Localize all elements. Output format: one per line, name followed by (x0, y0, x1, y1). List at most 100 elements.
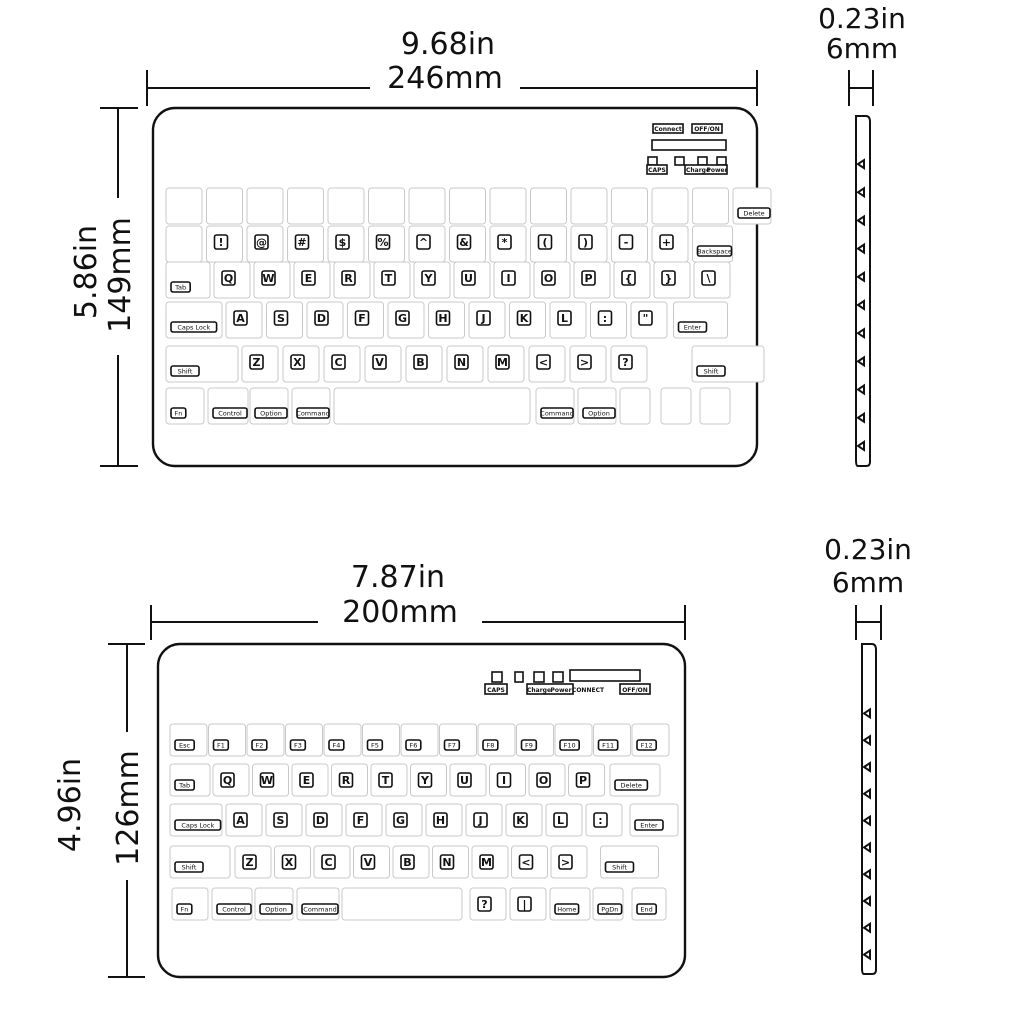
bottom-key-r-1-4[interactable]: R (331, 763, 368, 797)
bottom-key-j-2-7[interactable]: J (465, 803, 503, 837)
top-key-blank-0-1[interactable] (206, 187, 243, 225)
top-key-f-3-4[interactable]: F (347, 301, 384, 339)
bottom-key-enter-2-11[interactable]: Enter (629, 803, 679, 837)
bottom-key-f-2-4[interactable]: F (345, 803, 383, 837)
bottom-key-n-3-6[interactable]: N (432, 845, 469, 879)
bottom-key-shift-3-0[interactable]: Shift (169, 845, 231, 879)
top-key-blank-2-11[interactable]: { (613, 261, 651, 299)
top-key-blank-0-12[interactable] (651, 187, 689, 225)
top-key-blank-0-6[interactable] (408, 187, 446, 225)
top-key-fn-5-0[interactable]: Fn (165, 387, 205, 425)
top-key-z-4-1[interactable]: Z (241, 345, 279, 383)
top-key-blank-0-4[interactable] (327, 187, 365, 225)
bottom-key-k-2-8[interactable]: K (505, 803, 543, 837)
top-key-blank-5-9[interactable] (699, 387, 731, 425)
top-key-m-4-7[interactable]: M (487, 345, 525, 383)
top-key-e-2-3[interactable]: E (293, 261, 331, 299)
top-key-blank-4-9[interactable]: > (569, 345, 607, 383)
bottom-key-fn-4-0[interactable]: Fn (171, 887, 209, 921)
bottom-key-blank-4-4[interactable] (341, 887, 463, 921)
bottom-key-f8-0-8[interactable]: F8 (477, 723, 516, 757)
top-key-blank-0-10[interactable] (570, 187, 608, 225)
bottom-key-d-2-3[interactable]: D (305, 803, 343, 837)
top-key-blank-0-0[interactable] (165, 187, 203, 225)
top-key-y-2-6[interactable]: Y (413, 261, 451, 299)
bottom-key-e-1-3[interactable]: E (291, 763, 329, 797)
top-key-blank-1-12[interactable]: + (651, 225, 689, 263)
bottom-key-f3-0-3[interactable]: F3 (285, 723, 323, 757)
bottom-key-b-3-5[interactable]: B (392, 845, 430, 879)
top-key-shift-4-0[interactable]: Shift (165, 345, 239, 383)
bottom-key-a-2-1[interactable]: A (225, 803, 263, 837)
top-key-blank-1-7[interactable]: & (449, 225, 486, 263)
bottom-key-f7-0-7[interactable]: F7 (439, 723, 477, 757)
bottom-key-t-1-5[interactable]: T (370, 763, 408, 797)
top-key-blank-0-11[interactable] (611, 187, 648, 225)
bottom-key-f4-0-4[interactable]: F4 (323, 723, 362, 757)
bottom-key-f5-0-5[interactable]: F5 (362, 723, 400, 757)
top-key-v-4-4[interactable]: V (364, 345, 402, 383)
top-key-blank-1-3[interactable]: # (287, 225, 324, 263)
top-key-option-5-6[interactable]: Option (577, 387, 617, 425)
bottom-key-f1-0-1[interactable]: F1 (208, 723, 246, 757)
bottom-key-blank-3-8[interactable]: < (511, 845, 548, 879)
top-key-blank-3-10[interactable]: : (590, 301, 627, 339)
bottom-key-g-2-5[interactable]: G (385, 803, 423, 837)
top-key-blank-1-9[interactable]: ( (530, 225, 567, 263)
top-key-blank-0-3[interactable] (287, 187, 324, 225)
bottom-key-s-2-2[interactable]: S (265, 803, 303, 837)
bottom-key-f11-0-11[interactable]: F11 (593, 723, 631, 757)
top-key-blank-1-5[interactable]: % (368, 225, 405, 263)
bottom-key-m-3-7[interactable]: M (471, 845, 509, 879)
top-key-blank-0-5[interactable] (368, 187, 405, 225)
bottom-key-f9-0-9[interactable]: F9 (516, 723, 554, 757)
bottom-key-f2-0-2[interactable]: F2 (246, 723, 285, 757)
top-key-q-2-1[interactable]: Q (213, 261, 251, 299)
top-key-p-2-10[interactable]: P (573, 261, 611, 299)
top-key-l-3-9[interactable]: L (549, 301, 587, 339)
top-key-blank-0-8[interactable] (489, 187, 527, 225)
top-key-s-3-2[interactable]: S (266, 301, 303, 339)
top-key-blank-4-8[interactable]: < (528, 345, 566, 383)
top-key-delete-0-14[interactable]: Delete (732, 187, 772, 225)
top-key-enter-3-12[interactable]: Enter (673, 301, 728, 339)
bottom-key-f6-0-6[interactable]: F6 (400, 723, 439, 757)
top-key-t-2-5[interactable]: T (373, 261, 411, 299)
bottom-key-p-1-10[interactable]: P (568, 763, 605, 797)
bottom-key-f12-0-12[interactable]: F12 (631, 723, 670, 757)
bottom-key-x-3-2[interactable]: X (274, 845, 311, 879)
bottom-key-delete-1-11[interactable]: Delete (609, 763, 661, 797)
bottom-key-v-3-4[interactable]: V (353, 845, 390, 879)
top-key-backspace-1-13[interactable]: Backspace (692, 225, 733, 263)
bottom-key-z-3-1[interactable]: Z (234, 845, 272, 879)
bottom-key-i-1-8[interactable]: I (489, 763, 526, 797)
bottom-key-home-4-7[interactable]: Home (549, 887, 591, 921)
top-key-n-4-6[interactable]: N (446, 345, 484, 383)
top-key-c-4-3[interactable]: C (323, 345, 361, 383)
top-key-blank-0-13[interactable] (692, 187, 729, 225)
top-key-w-2-2[interactable]: W (253, 261, 291, 299)
bottom-key-command-4-3[interactable]: Command (296, 887, 340, 921)
top-key-blank-2-13[interactable]: \ (693, 261, 731, 299)
top-key-o-2-9[interactable]: O (533, 261, 571, 299)
bottom-key-w-1-2[interactable]: W (252, 763, 289, 797)
top-key-blank-1-11[interactable]: - (611, 225, 648, 263)
top-key-blank-0-9[interactable] (530, 187, 567, 225)
top-key-blank-5-8[interactable] (660, 387, 692, 425)
bottom-key-l-2-9[interactable]: L (545, 803, 583, 837)
top-key-blank-1-6[interactable]: ^ (408, 225, 446, 263)
bottom-key-end-4-10[interactable]: End (631, 887, 667, 921)
top-key-control-5-1[interactable]: Control (207, 387, 249, 425)
bottom-key-pgdn-4-9[interactable]: PgDn (592, 887, 624, 921)
top-key-blank-1-1[interactable]: ! (206, 225, 243, 263)
top-key-blank-1-8[interactable]: * (489, 225, 527, 263)
top-key-i-2-8[interactable]: I (493, 261, 531, 299)
bottom-key-blank-4-6[interactable]: | (509, 887, 547, 921)
bottom-key-u-1-7[interactable]: U (449, 763, 487, 797)
top-key-r-2-4[interactable]: R (333, 261, 371, 299)
top-key-j-3-7[interactable]: J (468, 301, 506, 339)
top-key-blank-5-7[interactable] (619, 387, 651, 425)
top-key-blank-2-12[interactable]: } (653, 261, 691, 299)
top-key-x-4-2[interactable]: X (282, 345, 320, 383)
top-key-k-3-8[interactable]: K (509, 301, 546, 339)
